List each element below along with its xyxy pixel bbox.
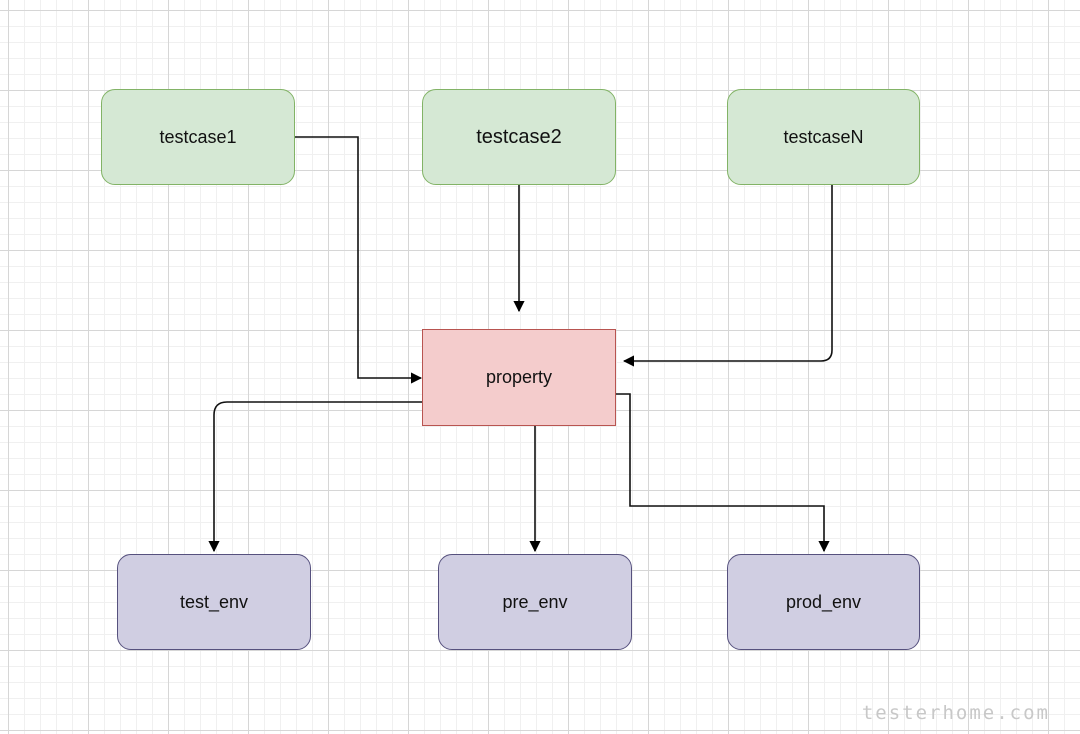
edge-property-to-prod-env <box>615 393 830 553</box>
node-testcaseN[interactable]: testcaseN <box>727 89 920 185</box>
edge-property-to-test-env <box>208 401 423 553</box>
node-pre-env-label: pre_env <box>502 591 568 612</box>
node-testcase2[interactable]: testcase2 <box>422 89 616 185</box>
node-property-label: property <box>485 367 553 387</box>
node-prod-env[interactable]: prod_env <box>727 554 920 650</box>
node-testcase1[interactable]: testcase1 <box>101 89 295 185</box>
node-testcase2-label: testcase2 <box>476 125 562 148</box>
watermark-text: testerhome.com <box>861 702 1050 724</box>
node-pre-env[interactable]: pre_env <box>438 554 632 650</box>
edge-testcase1-to-property <box>295 136 423 384</box>
node-testcase1-label: testcase1 <box>159 126 237 147</box>
node-prod-env-label: prod_env <box>785 591 862 612</box>
edge-testcaseN-to-property <box>622 185 833 367</box>
node-test-env[interactable]: test_env <box>117 554 311 650</box>
node-testcaseN-label: testcaseN <box>783 126 864 147</box>
node-property[interactable]: property <box>422 329 616 426</box>
node-test-env-label: test_env <box>179 591 249 612</box>
